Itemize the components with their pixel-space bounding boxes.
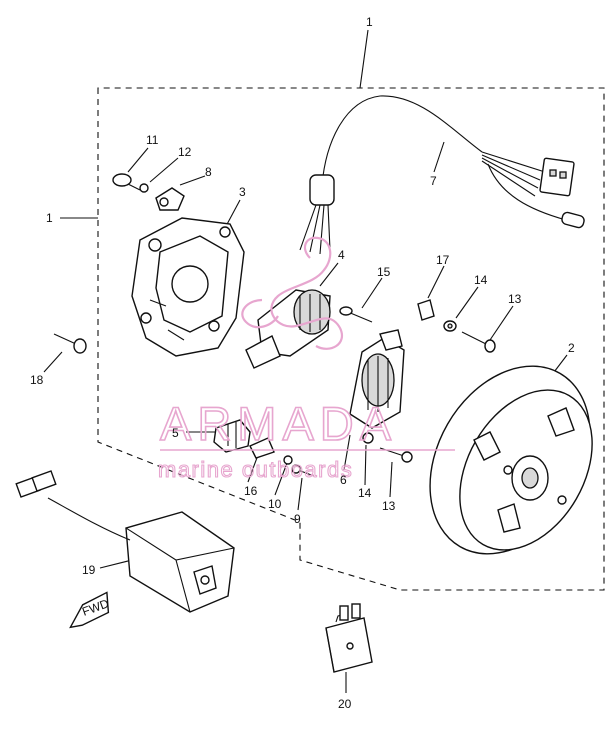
screw-18 (53, 333, 87, 354)
fuse (325, 603, 373, 673)
small-hardware-top-left (112, 173, 185, 211)
callout-17: 17 (436, 253, 450, 267)
callout-1-left: 1 (46, 211, 53, 225)
callout-14-lower: 14 (358, 486, 372, 500)
callout-6: 6 (340, 473, 347, 487)
callout-20: 20 (338, 697, 352, 711)
callout-12: 12 (178, 145, 192, 159)
lower-hardware (213, 419, 315, 477)
stator-base-plate (131, 217, 245, 357)
callout-16: 16 (244, 484, 258, 498)
watermark-title: ARMADA (160, 397, 397, 450)
callout-2: 2 (568, 341, 575, 355)
callout-14-upper: 14 (474, 273, 488, 287)
callout-1-top: 1 (366, 15, 373, 29)
callout-5: 5 (172, 426, 179, 440)
callout-18: 18 (30, 373, 44, 387)
callout-9: 9 (294, 512, 301, 526)
callout-8: 8 (205, 165, 212, 179)
watermark-logo (241, 236, 343, 350)
watermark: ARMADA marine outboards (157, 236, 455, 483)
callout-4: 4 (338, 248, 345, 262)
callout-15: 15 (377, 265, 391, 279)
callout-11: 11 (146, 133, 159, 147)
screws-upper (339, 299, 496, 353)
fwd-arrow-marker: FWD (69, 591, 111, 629)
callout-13-upper: 13 (508, 292, 522, 306)
watermark-subtitle: marine outboards (158, 457, 353, 482)
callout-labels: 1 1 2 3 4 5 6 7 8 9 10 11 12 13 13 14 14… (30, 15, 575, 711)
callout-10: 10 (268, 497, 282, 511)
callout-19: 19 (82, 563, 96, 577)
callout-7: 7 (430, 174, 437, 188)
leader-lines (43, 29, 568, 693)
callout-3: 3 (239, 185, 246, 199)
cdi-unit (15, 470, 235, 613)
flywheel (429, 365, 593, 555)
callout-13-lower: 13 (382, 499, 396, 513)
pulser-coil (349, 329, 413, 463)
assembly-boundary (97, 87, 605, 591)
charge-coil (245, 289, 331, 369)
wire-harness (299, 95, 585, 255)
